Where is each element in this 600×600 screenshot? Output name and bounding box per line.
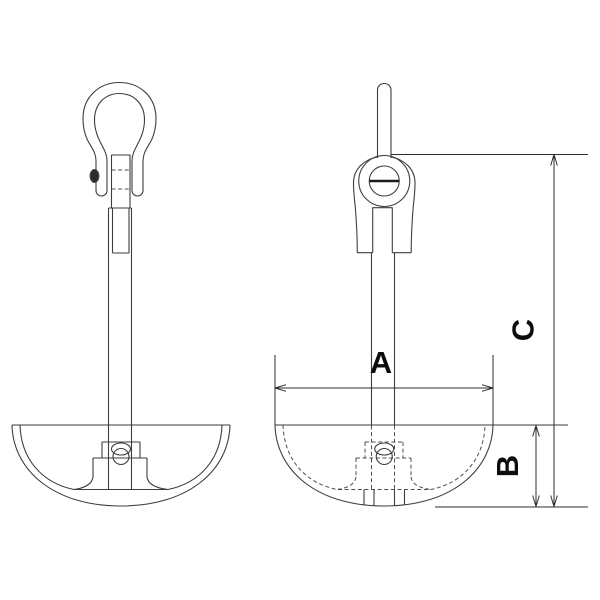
dimension-c-arrows (550, 154, 558, 507)
clevis-outline (352, 156, 416, 253)
dimension-a-extension-lines (274, 355, 494, 425)
shackle-pin-hidden-lines (111, 169, 130, 190)
shank-side-hidden (371, 425, 395, 490)
hub-ring-hole-front (112, 447, 130, 466)
bowl-outer-side (274, 424, 494, 507)
dimension-a-arrows (274, 384, 494, 392)
hub-step1-side-hidden (364, 441, 404, 458)
hub-step2-front (73, 457, 169, 491)
shank-joint (111, 208, 130, 254)
hub-ring-side (374, 442, 395, 456)
hub-step1-front (101, 441, 141, 458)
dimension-a: A (274, 345, 494, 425)
dimension-c: C (391, 154, 588, 507)
pin-head-circle (368, 165, 400, 197)
shackle-bar-side (376, 82, 392, 158)
hub-step2-side-hidden (336, 457, 432, 490)
front-view (11, 81, 231, 507)
shank-stub (110, 154, 131, 209)
bowl-inner-front (19, 424, 223, 491)
shackle-bow-outline (82, 81, 157, 197)
bowl-outer-front (11, 424, 231, 507)
side-view (274, 82, 588, 508)
dimension-b-arrows (532, 425, 540, 507)
clevis-slot (372, 207, 393, 253)
dimension-b-label: B (490, 455, 525, 477)
shank-side (370, 252, 396, 425)
pin-boss-circle (358, 154, 411, 208)
hub-ring-front (110, 442, 132, 456)
hub-ring-hole-side (375, 447, 393, 466)
dimension-a-label: A (370, 345, 392, 380)
dimension-b: B (490, 425, 540, 507)
dimension-c-label: C (506, 319, 541, 341)
bowl-inner-side-hidden (282, 424, 486, 490)
shackle-pin-end (89, 169, 100, 183)
hub-feet-side (363, 489, 406, 506)
